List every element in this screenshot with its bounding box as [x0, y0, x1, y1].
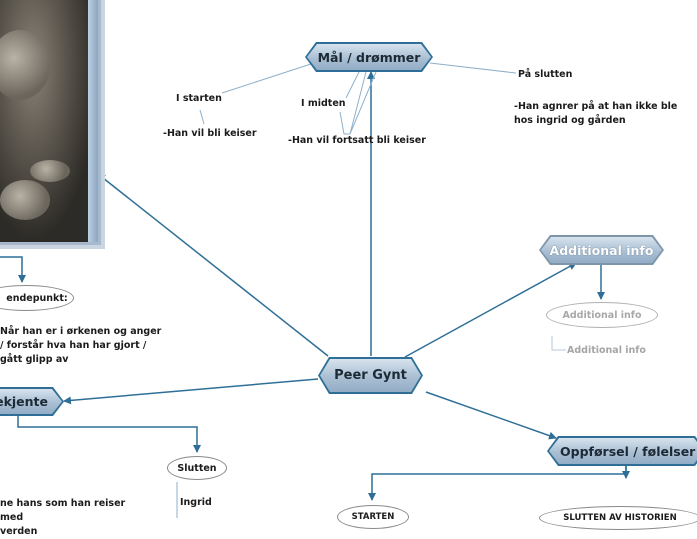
- behaviour-node[interactable]: Oppførsel / følelser: [549, 438, 697, 464]
- link-goals-start: [221, 62, 315, 94]
- link-central-behaviour: [425, 391, 557, 440]
- link-central-photo: [97, 173, 329, 357]
- acquaintances-end-oval[interactable]: Slutten: [167, 456, 227, 480]
- goals-start-text: -Han vil bli keiser: [163, 128, 257, 139]
- link-additional-sub: [551, 336, 566, 351]
- acquaintances-note: ne hans som han reiser med verden: [0, 498, 126, 537]
- additional-info-oval[interactable]: Additional info: [546, 302, 658, 328]
- link-behaviour-left: [368, 464, 627, 501]
- additional-info-sub: Additional info: [567, 345, 646, 356]
- acquaintances-node[interactable]: ekjente: [0, 389, 62, 414]
- link-turning-point: [0, 256, 26, 283]
- turning-point-oval-label: endepunkt:: [6, 292, 68, 304]
- additional-info-label: Additional info: [541, 237, 662, 263]
- link-start-text: [199, 109, 205, 125]
- behaviour-node-label: Oppførsel / følelser: [549, 438, 697, 464]
- goals-end-text: -Han agnrer på at han ikke ble hos ingri…: [514, 101, 678, 126]
- acquaintances-node-label: ekjente: [0, 389, 62, 414]
- behaviour-start-oval[interactable]: STARTEN: [337, 505, 409, 529]
- acquaintances-ingrid: Ingrid: [180, 497, 212, 508]
- goals-middle-text: -Han vil fortsatt bli keiser: [288, 135, 426, 146]
- link-central-acquaintances: [63, 378, 319, 405]
- goals-node-label: Mål / drømmer: [307, 44, 431, 70]
- turning-point-text: Når han er i ørkenen og anger / forstår …: [0, 326, 162, 365]
- link-central-additional: [404, 262, 577, 358]
- behaviour-end-oval[interactable]: SLUTTEN AV HISTORIEN: [539, 506, 697, 530]
- link-goals-middle: [345, 69, 361, 99]
- goals-node[interactable]: Mål / drømmer: [307, 44, 431, 70]
- link-middle-text: [339, 71, 377, 135]
- goals-end-label: På slutten: [518, 69, 573, 80]
- peer-gynt-photo: [0, 0, 101, 245]
- turning-point-oval[interactable]: endepunkt:: [0, 285, 74, 311]
- goals-middle-label: I midten: [301, 98, 346, 109]
- goals-start-label: I starten: [176, 93, 222, 104]
- link-goals-end: [429, 62, 517, 74]
- central-node[interactable]: Peer Gynt: [320, 359, 421, 392]
- link-acquaintances-end: [17, 414, 201, 453]
- additional-info-node[interactable]: Additional info: [541, 237, 662, 263]
- connector-lines: [0, 62, 630, 518]
- central-node-label: Peer Gynt: [320, 359, 421, 392]
